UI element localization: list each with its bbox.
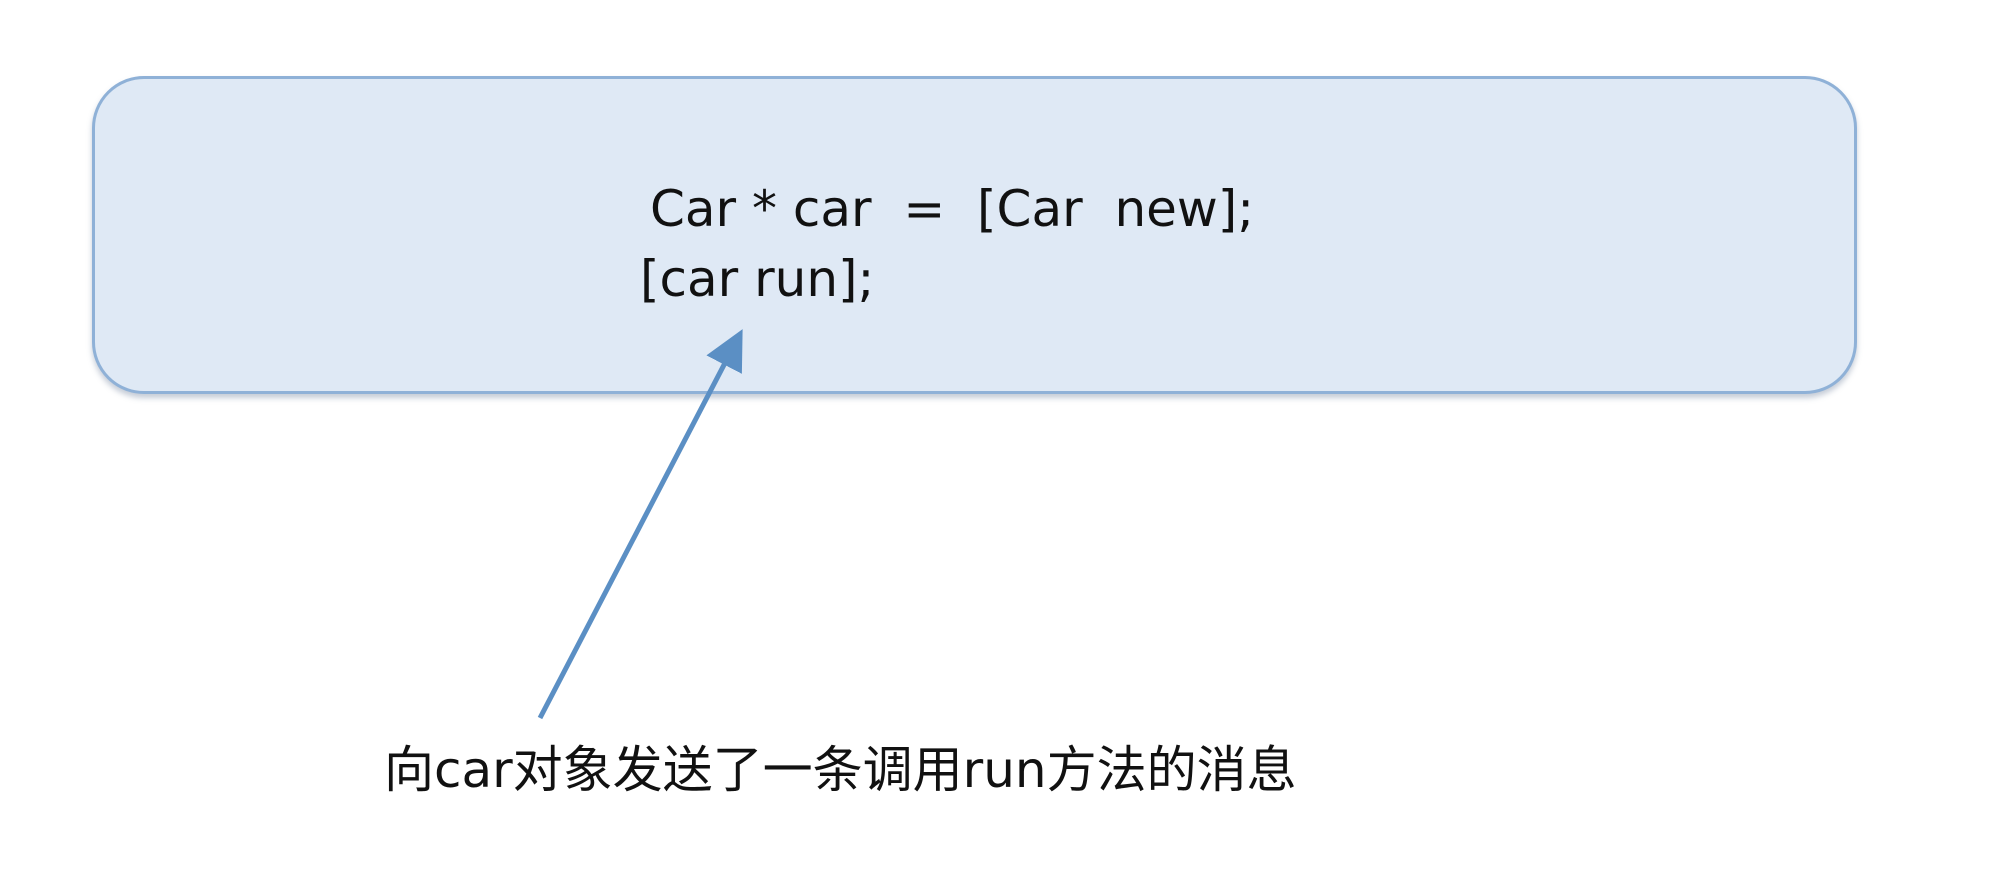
annotation-label: 向car对象发送了一条调用run方法的消息 [384, 741, 1297, 799]
code-line-car-declaration: Car * car = [Car new]; [650, 180, 1255, 238]
code-line-car-run: [car run]; [640, 250, 875, 308]
code-box [92, 76, 1857, 394]
annotation-arrow [537, 329, 743, 720]
